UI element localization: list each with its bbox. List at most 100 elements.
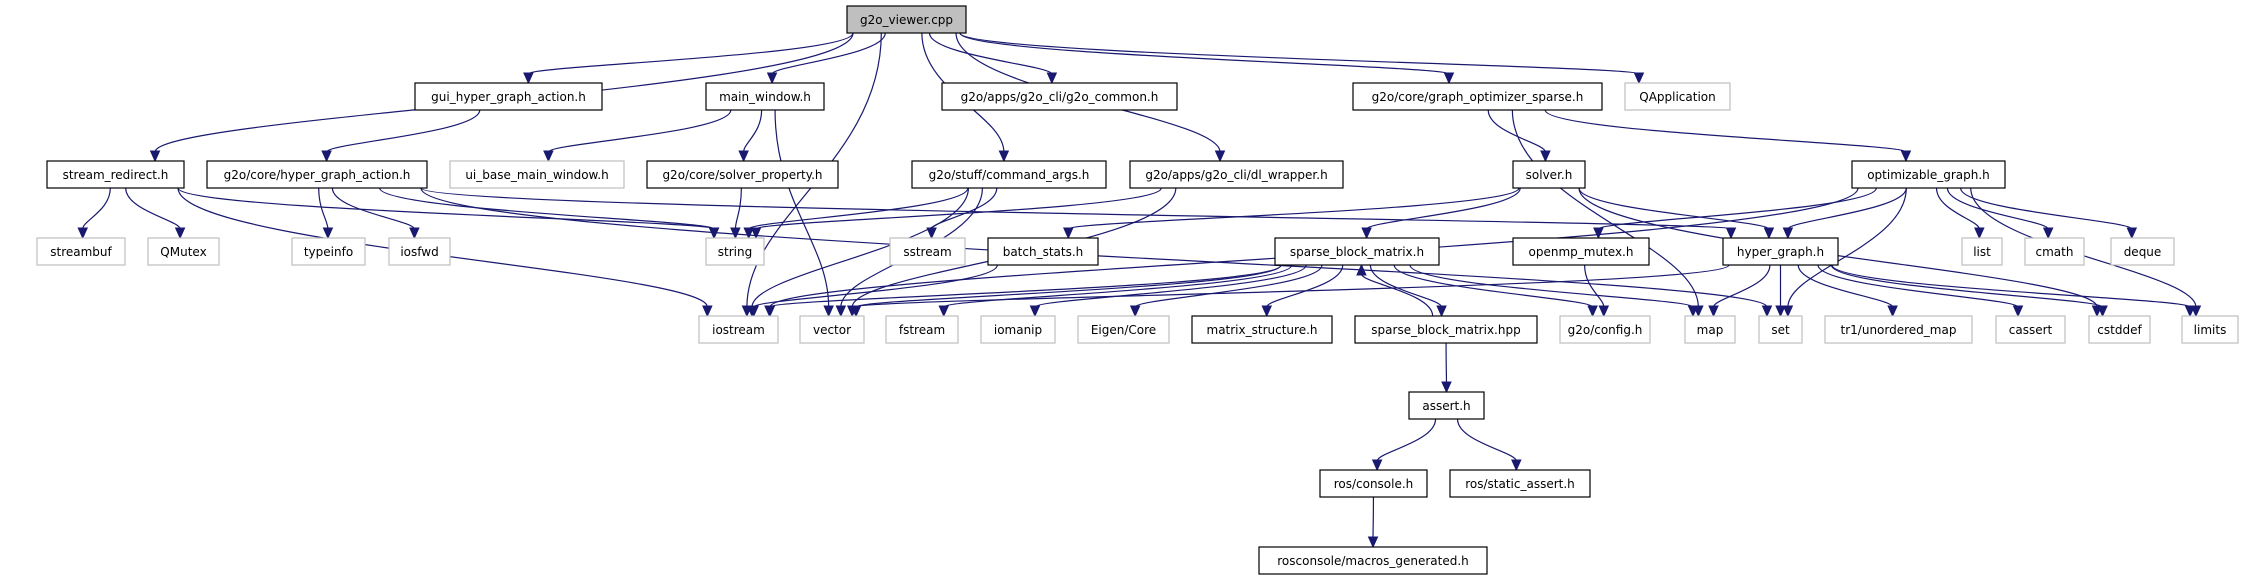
node-label: assert.h — [1422, 399, 1470, 413]
node-box — [705, 82, 825, 111]
node-g2o-config[interactable]: g2o/config.h — [1559, 315, 1651, 344]
node-iostream[interactable]: iostream — [698, 315, 779, 344]
node-label: set — [1771, 323, 1790, 337]
node-openmp-mutex[interactable]: openmp_mutex.h — [1512, 237, 1650, 266]
edge-hyper-graph-to-tr1-umap — [1797, 264, 1898, 318]
node-qapplication[interactable]: QApplication — [1624, 82, 1731, 111]
arrow-head-icon — [1540, 150, 1551, 163]
edge-line — [943, 264, 1293, 308]
edge-sbm-h-to-eigen-core — [1129, 264, 1323, 318]
node-matrix-structure[interactable]: matrix_structure.h — [1191, 315, 1333, 344]
node-gos[interactable]: g2o/core/graph_optimizer_sparse.h — [1352, 82, 1603, 111]
arrow-head-icon — [2184, 305, 2196, 318]
node-ros-static-assert[interactable]: ros/static_assert.h — [1449, 469, 1591, 498]
edge-assert-h-to-ros-console — [1371, 418, 1437, 472]
node-sbm-h[interactable]: sparse_block_matrix.h — [1274, 237, 1440, 266]
edge-line — [1946, 187, 2049, 230]
edge-line — [753, 264, 998, 308]
node-label: g2o_viewer.cpp — [860, 13, 953, 27]
node-iosfwd[interactable]: iosfwd — [388, 237, 451, 266]
node-list[interactable]: list — [1961, 237, 2003, 266]
node-g2o-viewer[interactable]: g2o_viewer.cpp — [846, 5, 967, 34]
node-label: sstream — [903, 245, 951, 259]
node-main-window[interactable]: main_window.h — [705, 82, 825, 111]
edge-line — [379, 187, 715, 230]
node-ui-base[interactable]: ui_base_main_window.h — [449, 160, 625, 189]
node-ros-console[interactable]: ros/console.h — [1319, 469, 1428, 498]
edge-line — [771, 32, 886, 75]
arrow-head-icon — [743, 227, 754, 240]
edge-solver-to-batch-stats — [1063, 187, 1520, 240]
edge-line — [1960, 187, 2133, 230]
node-sbm-hpp[interactable]: sparse_block_matrix.hpp — [1354, 315, 1538, 344]
arrow-head-icon — [1029, 305, 1041, 318]
edge-line — [1134, 264, 1323, 308]
node-vector[interactable]: vector — [799, 315, 865, 344]
edge-line — [1034, 264, 1307, 308]
node-stream-redirect[interactable]: stream_redirect.h — [46, 160, 185, 189]
node-box — [1684, 315, 1736, 344]
arrow-head-icon — [1371, 459, 1383, 472]
node-set[interactable]: set — [1758, 315, 1803, 344]
edge-line — [768, 264, 1282, 308]
node-box — [705, 237, 765, 266]
node-box — [2024, 237, 2085, 266]
edge-line — [1366, 187, 1521, 230]
node-batch-stats[interactable]: batch_stats.h — [987, 237, 1099, 266]
arrow-head-icon — [1887, 305, 1898, 318]
node-gui-hga[interactable]: gui_hyper_graph_action.h — [414, 82, 603, 111]
node-fstream[interactable]: fstream — [885, 315, 959, 344]
node-label: optimizable_graph.h — [1867, 168, 1990, 182]
node-iomanip[interactable]: iomanip — [980, 315, 1056, 344]
node-g2o-common[interactable]: g2o/apps/g2o_cli/g2o_common.h — [941, 82, 1178, 111]
node-sstream[interactable]: sstream — [889, 237, 966, 266]
edge-g2o-viewer-to-gos — [959, 32, 1455, 85]
node-deque[interactable]: deque — [2110, 237, 2175, 266]
node-assert-h[interactable]: assert.h — [1408, 391, 1485, 420]
node-limits[interactable]: limits — [2181, 315, 2239, 344]
node-cassert[interactable]: cassert — [1995, 315, 2066, 344]
node-cstddef[interactable]: cstddef — [2088, 315, 2151, 344]
node-eigen-core[interactable]: Eigen/Core — [1077, 315, 1170, 344]
node-label: list — [1973, 245, 1991, 259]
node-box — [1512, 237, 1650, 266]
edge-line — [318, 187, 329, 230]
node-hyper-graph[interactable]: hyper_graph.h — [1722, 237, 1839, 266]
node-solver[interactable]: solver.h — [1512, 160, 1586, 189]
edge-line — [1376, 418, 1437, 462]
node-box — [1449, 469, 1591, 498]
node-label: deque — [2124, 245, 2162, 259]
node-optimizable-graph[interactable]: optimizable_graph.h — [1851, 160, 2006, 189]
node-cmath[interactable]: cmath — [2024, 237, 2085, 266]
node-label: iosfwd — [400, 245, 438, 259]
node-macros-generated[interactable]: rosconsole/macros_generated.h — [1258, 546, 1488, 575]
node-dl-wrapper[interactable]: g2o/apps/g2o_cli/dl_wrapper.h — [1129, 160, 1344, 189]
node-streambuf[interactable]: streambuf — [36, 237, 126, 266]
edge-line — [751, 187, 970, 308]
node-tr1-umap[interactable]: tr1/unordered_map — [1824, 315, 1973, 344]
edge-line — [1817, 264, 2019, 308]
node-map[interactable]: map — [1684, 315, 1736, 344]
edge-line — [1578, 187, 1770, 230]
node-solver-property[interactable]: g2o/core/solver_property.h — [646, 160, 839, 189]
node-label: g2o/apps/g2o_cli/dl_wrapper.h — [1145, 168, 1327, 182]
edge-line — [1511, 109, 1699, 308]
edge-line — [959, 32, 1640, 75]
node-label: ros/console.h — [1334, 477, 1414, 491]
edge-line — [1830, 264, 2104, 308]
node-label: gui_hyper_graph_action.h — [431, 90, 586, 104]
edge-hyper-graph-to-limits — [1831, 264, 2196, 318]
node-box — [1512, 160, 1586, 189]
arrow-head-icon — [835, 305, 847, 318]
node-qmutex[interactable]: QMutex — [147, 237, 220, 266]
arrow-head-icon — [748, 305, 759, 318]
node-string[interactable]: string — [705, 237, 765, 266]
edge-hga-to-typeinfo — [318, 187, 334, 240]
node-label: hyper_graph.h — [1737, 245, 1824, 259]
node-typeinfo[interactable]: typeinfo — [291, 237, 366, 266]
edge-sbm-h-to-iomanip — [1029, 264, 1307, 318]
node-hga[interactable]: g2o/core/hyper_graph_action.h — [206, 160, 428, 189]
arrow-head-icon — [938, 305, 950, 318]
arrow-head-icon — [738, 150, 749, 163]
node-command-args[interactable]: g2o/stuff/command_args.h — [911, 160, 1107, 189]
